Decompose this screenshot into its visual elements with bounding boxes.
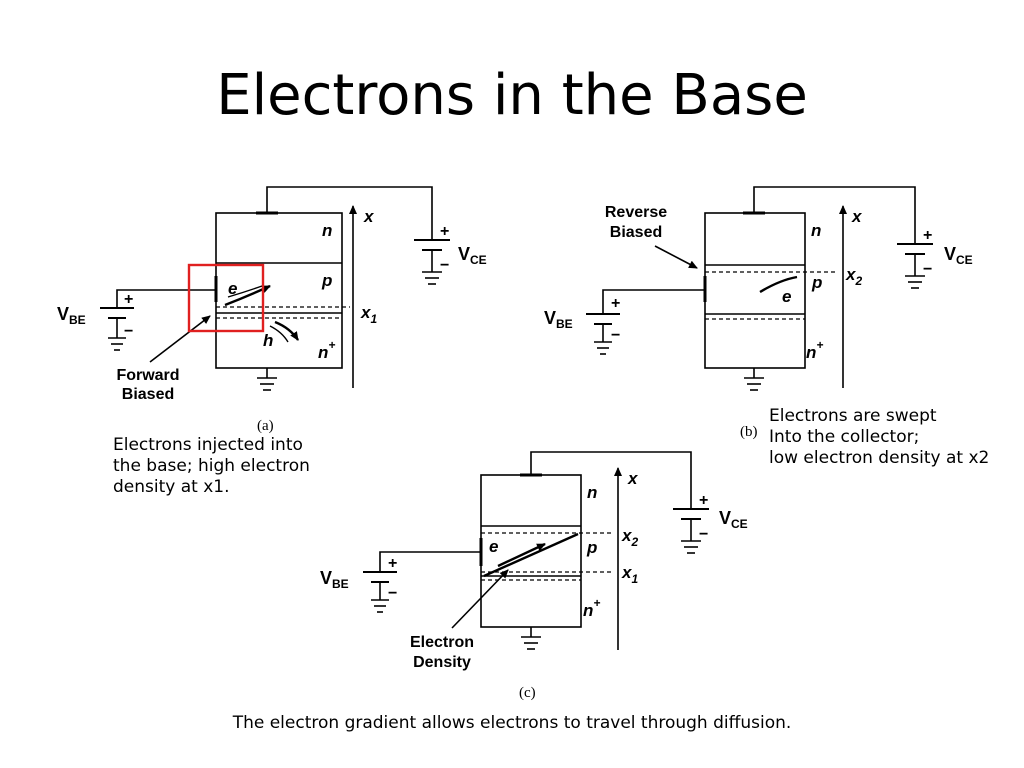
caption-a-line: density at x1.	[113, 477, 230, 497]
panel-a-hole-label: h	[263, 331, 273, 350]
panel-c-density-label-2: Density	[413, 654, 471, 671]
panel-b-region-n: n	[811, 221, 821, 240]
panel-a-vce-plus: +	[440, 223, 449, 240]
panel-c-vce-plus: +	[699, 492, 708, 509]
caption-b-line: Electrons are swept	[769, 406, 937, 426]
panel-b-fig-label: (b)	[740, 424, 758, 440]
panel-c-electron-label: e	[489, 537, 498, 556]
panel-c-axis-x-label: x	[627, 469, 639, 488]
panel-a-vce-label: VCE	[458, 244, 487, 267]
panel-a-vbe-label: VBE	[57, 304, 86, 327]
panel-a-axis-x-label: x	[363, 207, 375, 226]
panel-c-vbe-label: VBE	[320, 568, 349, 591]
panel-a-labels: n p n+ x x1 e h VBE VCE + − + − Forward …	[57, 207, 487, 434]
panel-c-labels: n p n+ x x2 x1 e VBE VCE + − + − Electro…	[320, 469, 748, 701]
panel-b-region-p: p	[811, 273, 822, 292]
panel-b-labels: n p n+ x x2 e VBE VCE + − + − Reverse Bi…	[544, 204, 973, 440]
panel-c-x2-label: x2	[621, 526, 638, 549]
panel-c	[363, 451, 709, 650]
caption-a-line: Electrons injected into	[113, 435, 303, 455]
panel-a-region-p: p	[321, 271, 332, 290]
panel-c-x1-label: x1	[621, 563, 638, 586]
panel-b-vce-label: VCE	[944, 244, 973, 267]
panel-c-fig-label: (c)	[519, 685, 536, 701]
panel-b-reverse-label-2: Biased	[610, 224, 662, 241]
panel-a-forward-label-1: Forward	[116, 367, 179, 384]
panel-b-vce-minus: −	[923, 261, 932, 278]
panel-b-vbe-label: VBE	[544, 308, 573, 331]
caption-a: Electrons injected into the base; high e…	[113, 435, 310, 498]
panel-a-forward-label-2: Biased	[122, 386, 174, 403]
panel-c-density-line	[483, 532, 579, 578]
panel-b	[586, 186, 933, 391]
panel-c-vce-label: VCE	[719, 508, 748, 531]
panel-c-vbe-minus: −	[388, 585, 397, 602]
panel-a-highlight-box	[187, 263, 265, 333]
panel-b-vce-plus: +	[923, 227, 932, 244]
panel-c-vbe-plus: +	[388, 555, 397, 572]
panel-b-x2-label: x2	[845, 265, 862, 288]
panel-a-fig-label: (a)	[257, 418, 274, 434]
panel-b-vbe-minus: −	[611, 327, 620, 344]
panel-a-vbe-minus: −	[124, 323, 133, 340]
panel-c-region-n-plus: n+	[583, 596, 600, 620]
panel-c-region-n: n	[587, 483, 597, 502]
panel-a	[100, 186, 450, 391]
panel-b-electron-label: e	[782, 287, 791, 306]
caption-c: The electron gradient allows electrons t…	[232, 713, 792, 733]
caption-b-line: Into the collector;	[769, 427, 920, 447]
caption-b: Electrons are swept Into the collector; …	[769, 406, 989, 469]
panel-a-electron-label: e	[228, 279, 237, 298]
panel-a-region-n: n	[322, 221, 332, 240]
caption-a-line: the base; high electron	[113, 456, 310, 476]
panel-b-axis-x-label: x	[851, 207, 863, 226]
panel-a-vbe-plus: +	[124, 291, 133, 308]
caption-b-line: low electron density at x2	[769, 448, 990, 468]
panel-a-x1-label: x1	[360, 303, 377, 326]
panel-c-region-p: p	[586, 538, 597, 557]
panel-a-vce-minus: −	[440, 257, 449, 274]
panel-b-reverse-label-1: Reverse	[605, 204, 667, 221]
panel-b-region-n-plus: n+	[806, 338, 823, 362]
panel-c-density-label-1: Electron	[410, 634, 474, 651]
panel-b-vbe-plus: +	[611, 295, 620, 312]
panel-a-region-n-plus: n+	[318, 338, 335, 362]
slide-title: Electrons in the Base	[216, 63, 808, 128]
panel-c-vce-minus: −	[699, 526, 708, 543]
